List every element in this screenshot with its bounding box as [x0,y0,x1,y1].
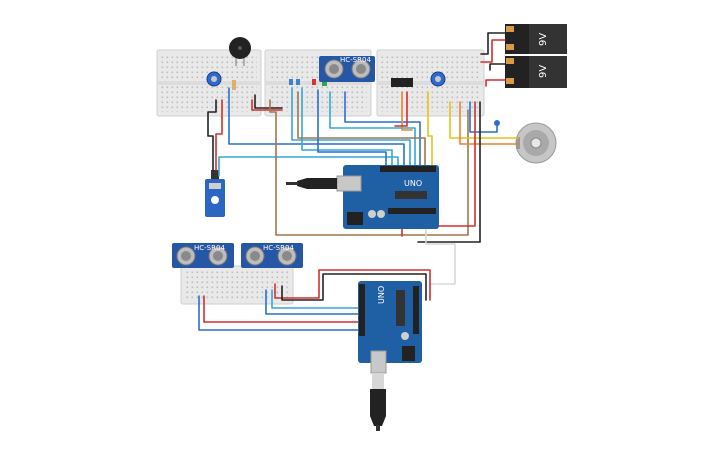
motor-icon [494,120,557,164]
battery-bottom: 9V [505,56,567,88]
ultrasonic-sensor-top: HC-SR04 [319,56,375,82]
battery-top: 9V [505,24,567,54]
servo-icon [205,170,225,217]
ic-chip [391,78,413,87]
battery-top-label: 9V [538,33,549,46]
resistor [232,80,236,90]
ultrasonic-sensor-right: HC-SR04 [241,243,303,268]
usb-cable-icon [370,373,386,431]
arduino-uno-bottom: UNO [358,281,422,374]
led-blue [289,79,300,85]
arduino-top-brand: UNO [404,179,422,188]
buzzer-icon [229,37,251,66]
ultrasonic-left-label: HC-SR04 [194,244,225,252]
usb-cable-icon [286,178,337,189]
ultrasonic-top-label: HC-SR04 [340,56,371,64]
potentiometer-icon [430,71,446,87]
ultrasonic-sensor-left: HC-SR04 [172,243,234,268]
arduino-bottom-brand: UNO [377,286,386,304]
led-red [312,79,316,85]
wires [198,32,519,331]
battery-bottom-label: 9V [538,65,549,78]
ultrasonic-right-label: HC-SR04 [263,244,294,252]
led-green [322,80,327,86]
potentiometer-icon [206,71,222,87]
arduino-uno-top: UNO [336,165,439,229]
